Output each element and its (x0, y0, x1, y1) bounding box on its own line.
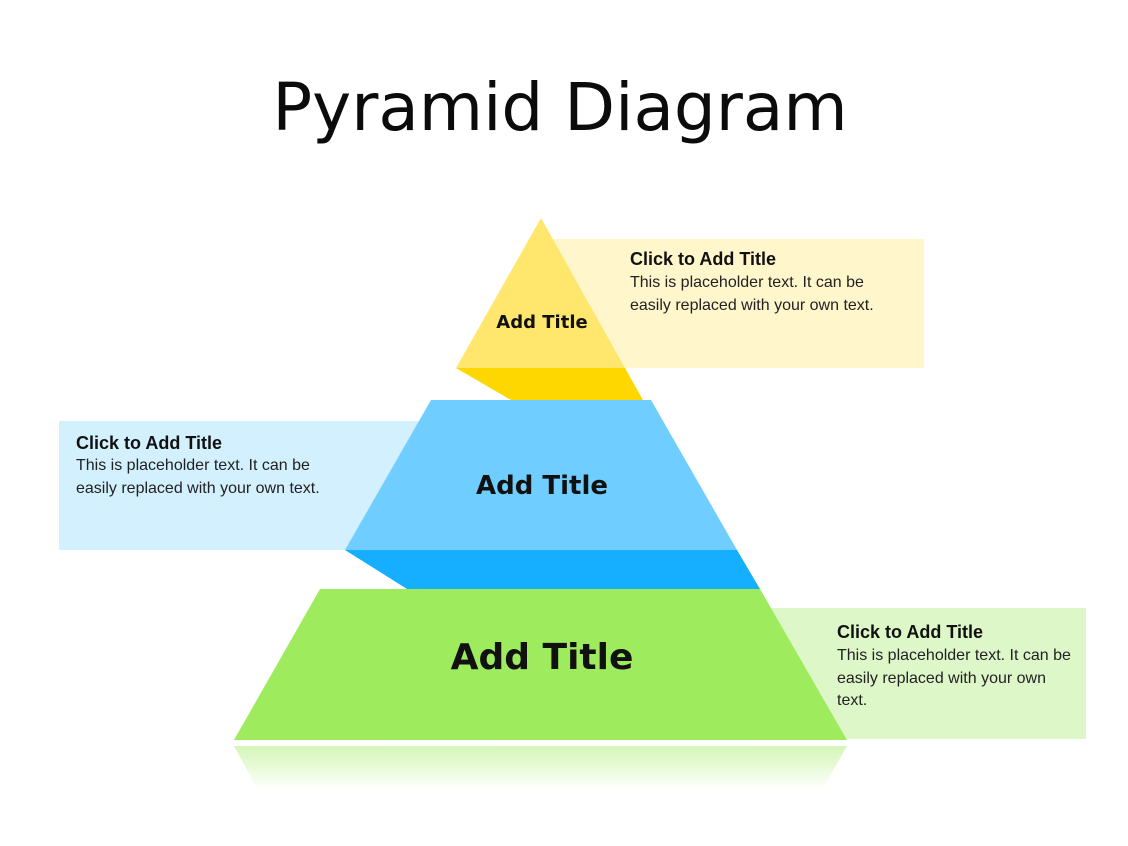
top-tier[interactable] (456, 218, 625, 368)
callout-bottom-body: This is placeholder text. It can be easi… (837, 647, 1071, 709)
slide-title: Pyramid Diagram (272, 69, 848, 146)
callout-top-title: Click to Add Title (630, 249, 777, 269)
bottom-tier-reflection (234, 746, 847, 790)
middle-tier[interactable] (345, 400, 737, 550)
top-tier-label: Add Title (496, 312, 587, 333)
callout-top-body: This is placeholder text. It can be easi… (630, 274, 874, 314)
callout-bottom-title: Click to Add Title (837, 622, 984, 642)
middle-tier-label: Add Title (476, 471, 608, 501)
callout-middle-body: This is placeholder text. It can be easi… (76, 457, 320, 497)
middle-tier-connector (345, 550, 760, 589)
bottom-tier[interactable] (234, 589, 847, 740)
top-tier-connector (456, 368, 643, 400)
bottom-tier-label: Add Title (451, 637, 634, 678)
callout-bottom[interactable]: Click to Add Title This is placeholder t… (760, 608, 1086, 739)
callout-middle-title: Click to Add Title (76, 433, 223, 453)
